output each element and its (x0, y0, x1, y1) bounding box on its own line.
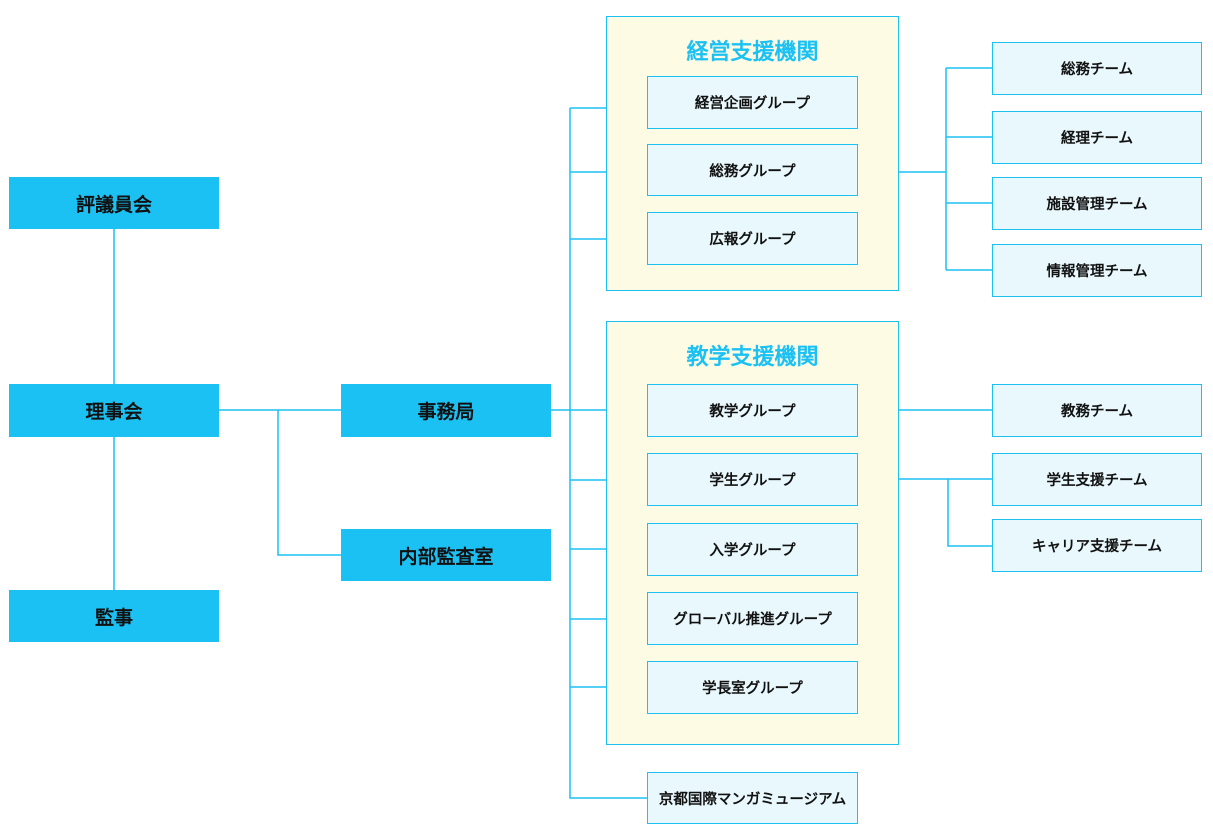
line-student-teams-trunk (947, 479, 992, 547)
board-box: 理事会 (9, 384, 219, 437)
academic-support-title: 教学支援機関 (686, 345, 819, 370)
management-support-title: 経営支援機関 (686, 40, 819, 65)
group-manga-museum: 京都国際マンガミュージアム (647, 772, 858, 824)
team-career-support: キャリア支援チーム (992, 519, 1202, 572)
group-student: 学生グループ (647, 453, 858, 506)
team-facilities: 施設管理チーム (992, 177, 1202, 230)
team-accounting: 経理チーム (992, 111, 1202, 164)
line-groups-trunk (569, 108, 648, 799)
team-information: 情報管理チーム (992, 244, 1202, 297)
team-general-affairs: 総務チーム (992, 42, 1202, 95)
group-management-planning: 経営企画グループ (647, 76, 858, 129)
group-global: グローバル推進グループ (647, 592, 858, 645)
team-academic-affairs: 教務チーム (992, 384, 1202, 437)
group-admissions: 入学グループ (647, 523, 858, 576)
auditor-box: 監事 (9, 590, 219, 642)
council-box: 評議員会 (9, 177, 219, 229)
line-branch-internal-audit (277, 410, 341, 556)
team-student-support: 学生支援チーム (992, 453, 1202, 506)
secretariat-box: 事務局 (341, 384, 551, 437)
group-public-relations: 広報グループ (647, 212, 858, 265)
group-general-affairs: 総務グループ (647, 144, 858, 196)
group-academic-affairs: 教学グループ (647, 384, 858, 437)
internal-audit-box: 内部監査室 (341, 529, 551, 581)
group-presidents-office: 学長室グループ (647, 661, 858, 714)
